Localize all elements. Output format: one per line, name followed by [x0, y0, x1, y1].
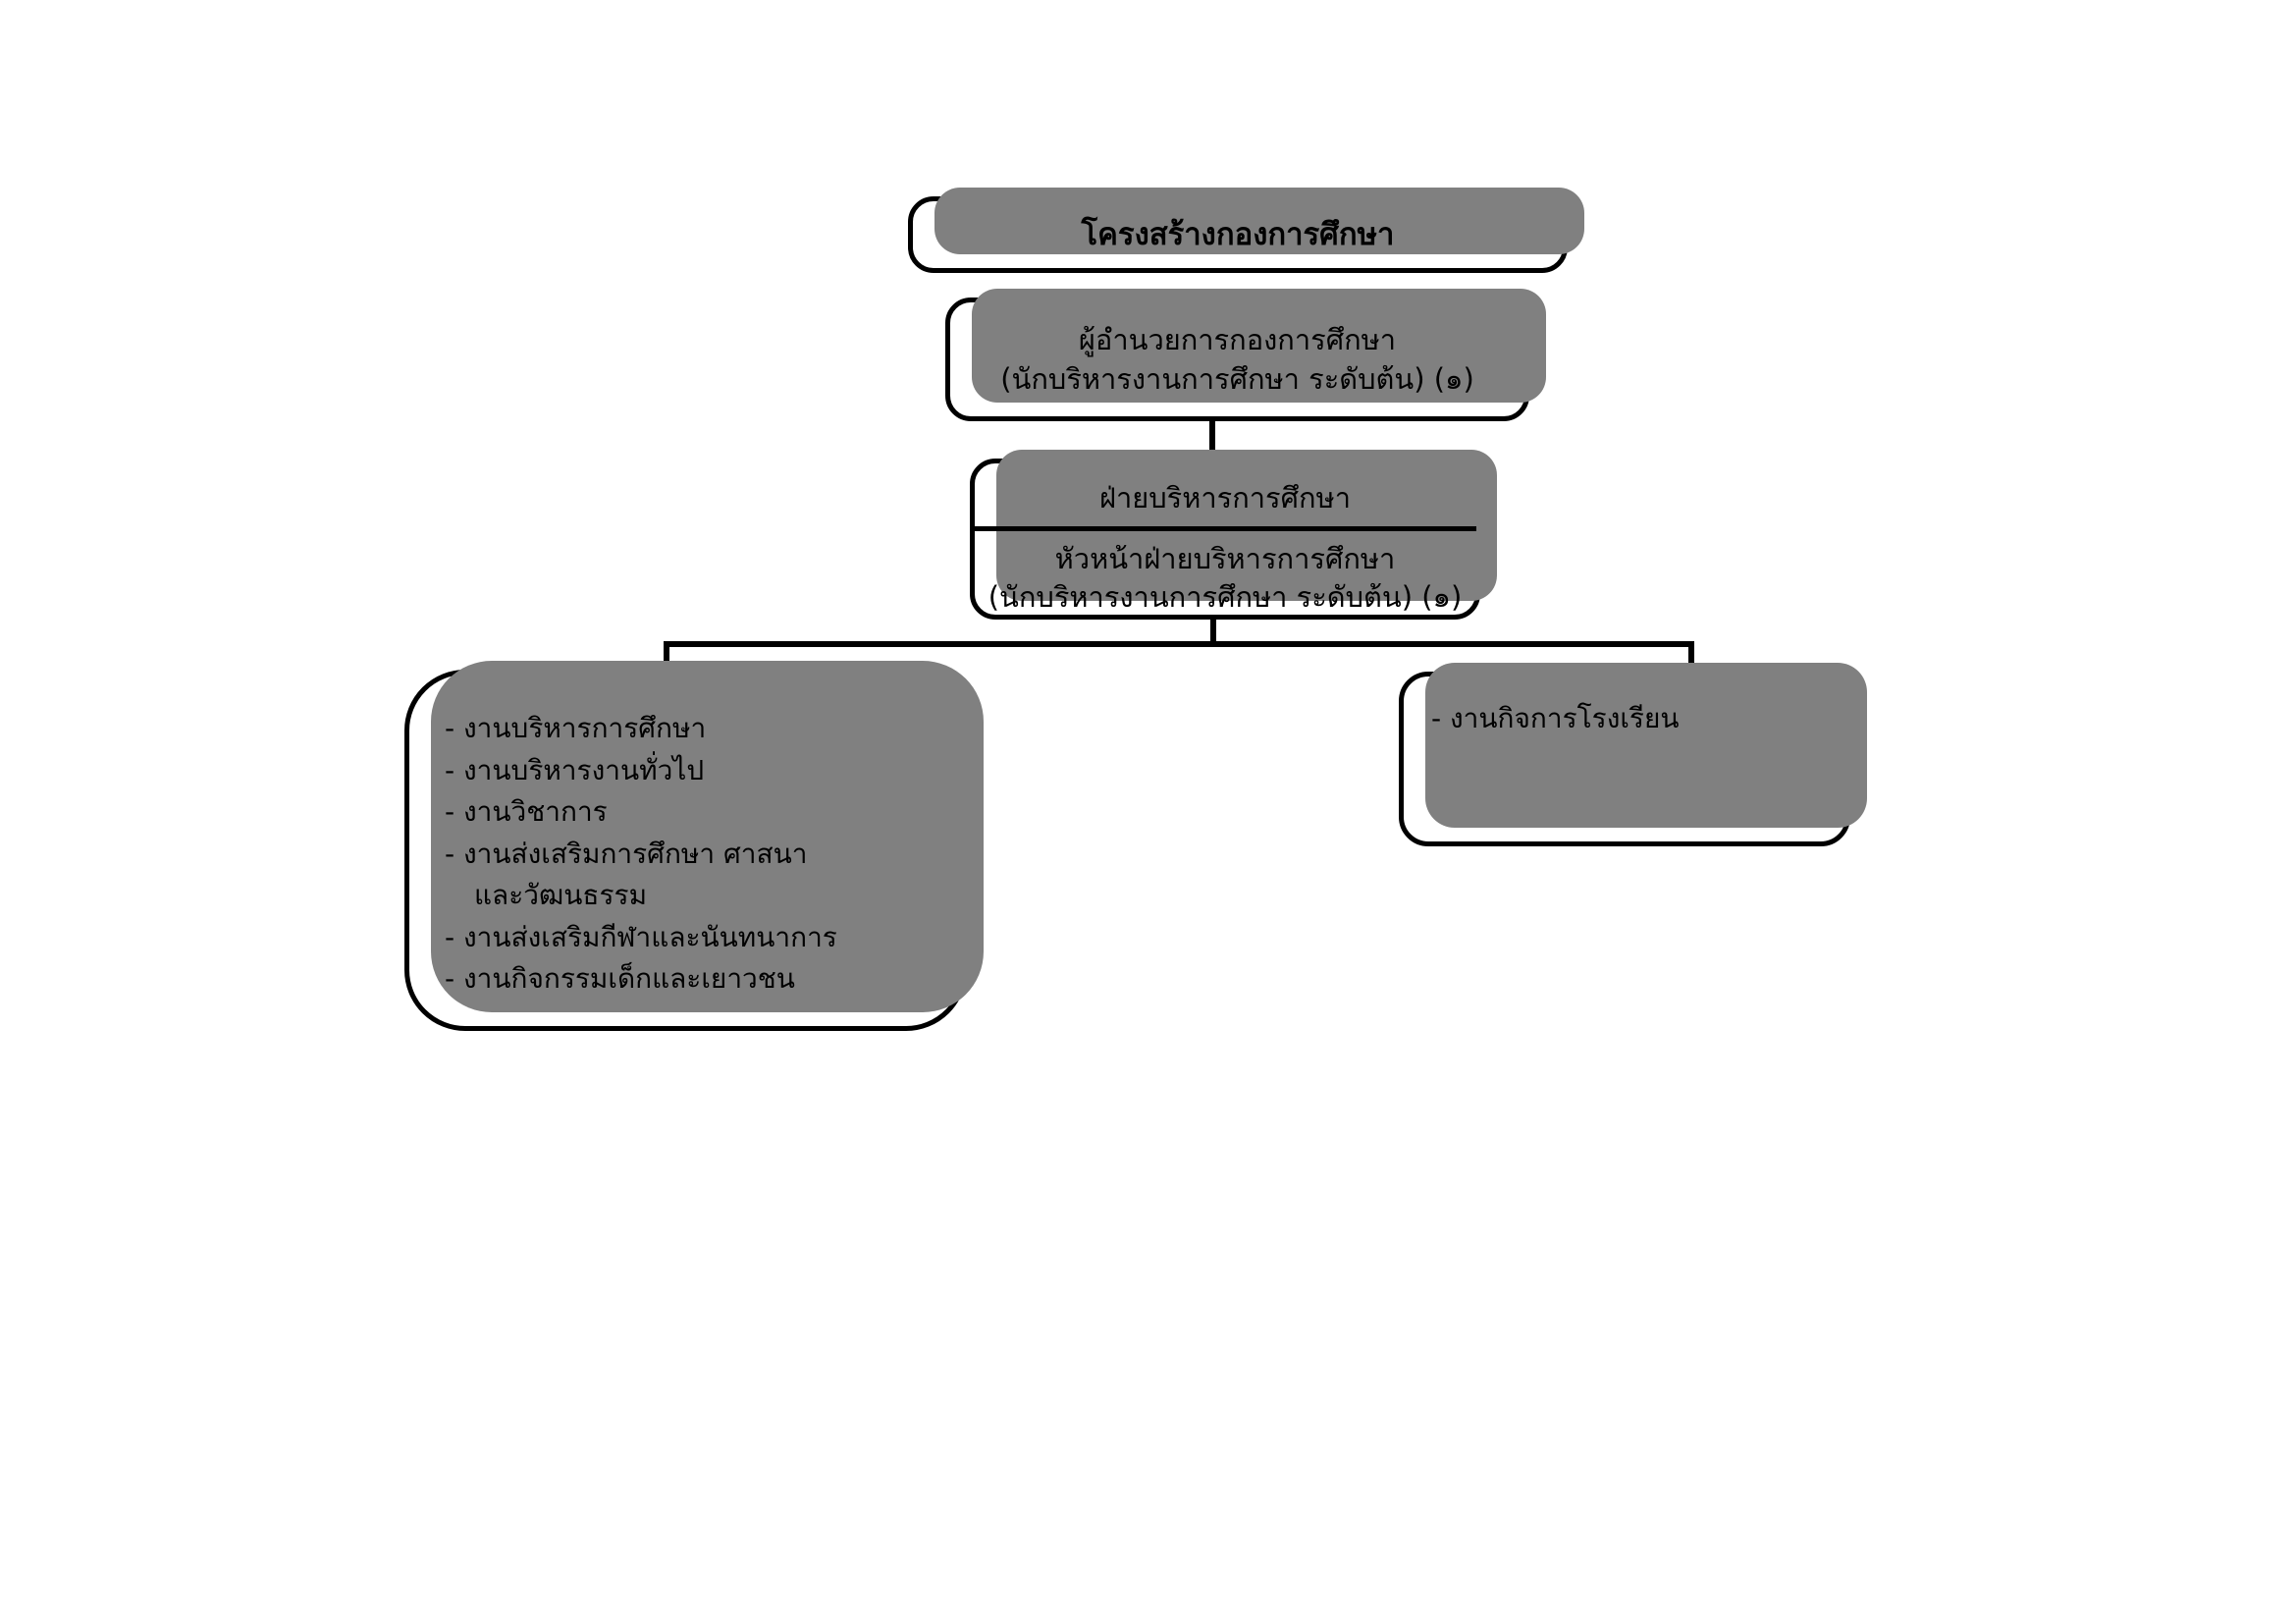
connector-drop-right [1688, 641, 1694, 682]
node-chart-title: โครงสร้างกองการศึกษา [908, 188, 1584, 273]
task-label: - งานส่งเสริมกีฬาและนันทนาการ [445, 920, 837, 953]
list-item: - งานกิจกรรมเด็กและเยาวชน [445, 958, 962, 1001]
task-label: - งานส่งเสริมการศึกษา ศาสนา [445, 837, 808, 870]
list-item: - งานส่งเสริมกีฬาและนันทนาการ [445, 917, 962, 959]
division-header-text: ฝ่ายบริหารการศึกษา [1098, 481, 1351, 514]
node-director: ผู้อำนวยการกองการศึกษา (นักบริหารงานการศ… [945, 289, 1546, 421]
connector-director-to-division [1209, 421, 1215, 460]
task-label: - งานบริหารการศึกษา [445, 712, 707, 744]
connector-horizontal-bar [664, 641, 1694, 647]
task-label: - งานกิจการโรงเรียน [1431, 702, 1680, 734]
tasks-left-list: - งานบริหารการศึกษา - งานบริหารงานทั่วไป… [409, 675, 962, 1001]
list-item: - งานส่งเสริมการศึกษา ศาสนา และวัฒนธรรม [445, 834, 962, 917]
director-line-2: (นักบริหารงานการศึกษา ระดับต้น) (๑) [1000, 362, 1474, 396]
node-tasks-right: - งานกิจการโรงเรียน [1399, 663, 1867, 846]
director-text: ผู้อำนวยการกองการศึกษา (นักบริหารงานการศ… [1000, 320, 1474, 399]
task-label: - งานวิชาการ [445, 795, 608, 829]
division-body-text: หัวหน้าฝ่ายบริหารการศึกษา (นักบริหารงานก… [975, 531, 1475, 618]
division-divider [974, 526, 1476, 531]
task-label: - งานกิจกรรมเด็กและเยาวชน [445, 962, 795, 996]
node-division: ฝ่ายบริหารการศึกษา หัวหน้าฝ่ายบริหารการศ… [970, 450, 1497, 620]
division-line-1: หัวหน้าฝ่ายบริหารการศึกษา [1054, 542, 1396, 575]
tasks-right-list: - งานกิจการโรงเรียน [1404, 677, 1845, 740]
list-item: - งานกิจการโรงเรียน [1431, 698, 1845, 740]
director-line-1: ผู้อำนวยการกองการศึกษา [1078, 322, 1397, 356]
chart-title-text: โครงสร้างกองการศึกษา [1081, 216, 1395, 252]
division-line-2: (นักบริหารงานการศึกษา ระดับต้น) (๑) [988, 580, 1463, 615]
list-item: - งานบริหารการศึกษา [445, 708, 962, 750]
task-label-continuation: และวัฒนธรรม [474, 879, 648, 912]
connector-division-stub [1210, 620, 1216, 646]
task-label: - งานบริหารงานทั่วไป [445, 753, 705, 786]
list-item: - งานบริหารงานทั่วไป [445, 750, 962, 792]
node-tasks-left: - งานบริหารการศึกษา - งานบริหารงานทั่วไป… [404, 661, 984, 1031]
list-item: - งานวิชาการ [445, 791, 962, 834]
